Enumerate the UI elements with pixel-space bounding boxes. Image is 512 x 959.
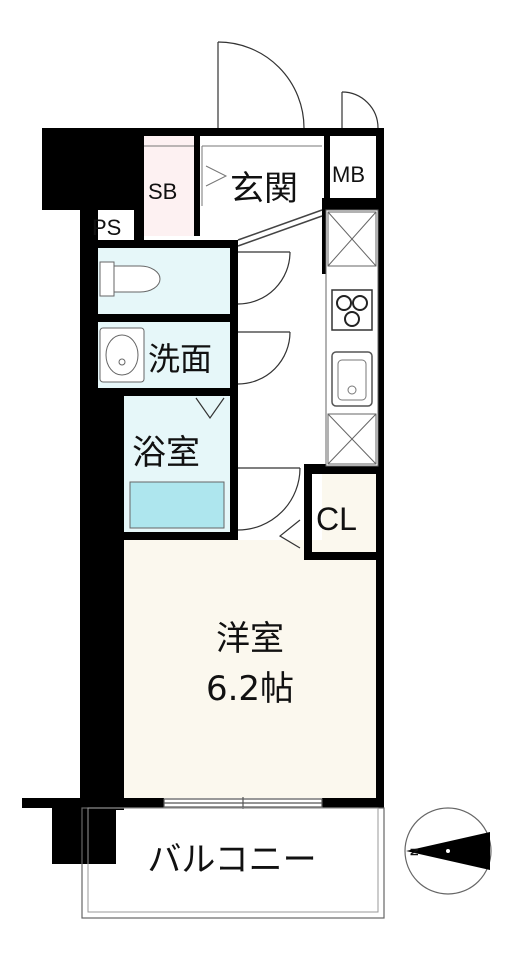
mb-partition [324, 136, 330, 210]
wall-wet-right [230, 240, 238, 540]
compass-north-label: N [409, 848, 421, 856]
balcony-inner-outline [87, 807, 379, 913]
closet-top-wall [304, 464, 384, 474]
left-thick-wall [80, 396, 124, 810]
label-balcony: バルコニー [147, 840, 316, 880]
closet-left-wall [304, 464, 312, 560]
doors [195, 41, 379, 549]
label-shoe-box: SB [148, 179, 177, 204]
kitchen-counter [325, 209, 379, 467]
toilet-fixture [99, 261, 161, 297]
label-bathroom: 浴室 [132, 433, 200, 473]
closet-floor [312, 474, 380, 554]
meterbox-floor [328, 136, 380, 198]
label-closet: CL [316, 501, 357, 537]
shoebox-floor [144, 136, 196, 236]
balcony-pillar [52, 800, 116, 864]
label-entrance: 玄関 [230, 169, 298, 209]
stove [331, 289, 373, 331]
compass: N [404, 807, 492, 895]
kitchen-left-wall [322, 198, 328, 272]
wall-toilet-wash [96, 314, 236, 322]
kitchen-sink [331, 351, 373, 407]
wall-above-toilet [96, 240, 236, 248]
washbasin-fixture [99, 327, 145, 383]
shoebox-details [144, 145, 322, 206]
label-western-room-size: 6.2帖 [206, 669, 294, 709]
wall-wash-bath [96, 388, 236, 396]
bathtub [129, 481, 225, 529]
room-bottom-wall-right [322, 798, 384, 808]
walls [22, 128, 384, 864]
entrance-lines [237, 209, 323, 247]
label-meter-box: MB [332, 162, 365, 187]
closet-bottom-wall [304, 552, 384, 560]
shoebox-partition [194, 136, 200, 236]
top-wall-entrance [134, 128, 380, 136]
pillar-top-left [42, 128, 144, 210]
wall-bath-bottom [124, 532, 238, 540]
room-window [163, 797, 323, 809]
ps-wall [134, 128, 144, 240]
label-pipe-space: PS [92, 215, 121, 240]
label-western-room: 洋室 [216, 619, 284, 659]
mb-bottom-wall [324, 198, 382, 210]
western-room-floor [124, 540, 380, 798]
room-labels: SB PS 玄関 MB 洗面 浴室 CL 洋室 6.2帖 バルコニー [92, 162, 365, 880]
label-washroom: 洗面 [148, 340, 212, 378]
